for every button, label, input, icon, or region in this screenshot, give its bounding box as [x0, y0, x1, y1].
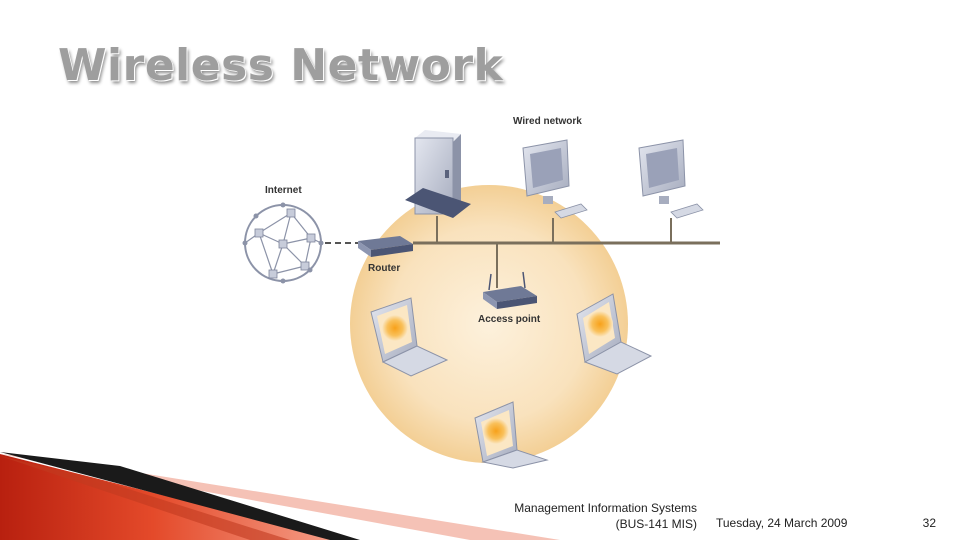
internet-label: Internet [265, 185, 302, 196]
desktop-computer-icon [639, 140, 703, 243]
page-number: 32 [923, 516, 936, 530]
slide-title: Wireless Network [58, 40, 503, 91]
footer-date: Tuesday, 24 March 2009 [716, 516, 847, 530]
wired-network-label: Wired network [513, 116, 582, 127]
router-label: Router [368, 263, 400, 274]
access-point-label: Access point [478, 314, 541, 325]
footer-course-code: (BUS-141 MIS) [514, 516, 697, 532]
footer-course: Management Information Systems (BUS-141 … [514, 500, 697, 532]
wireless-network-diagram: Internet Router Wired network [225, 100, 725, 470]
footer-course-title: Management Information Systems [514, 500, 697, 516]
internet-globe-icon [243, 203, 324, 284]
